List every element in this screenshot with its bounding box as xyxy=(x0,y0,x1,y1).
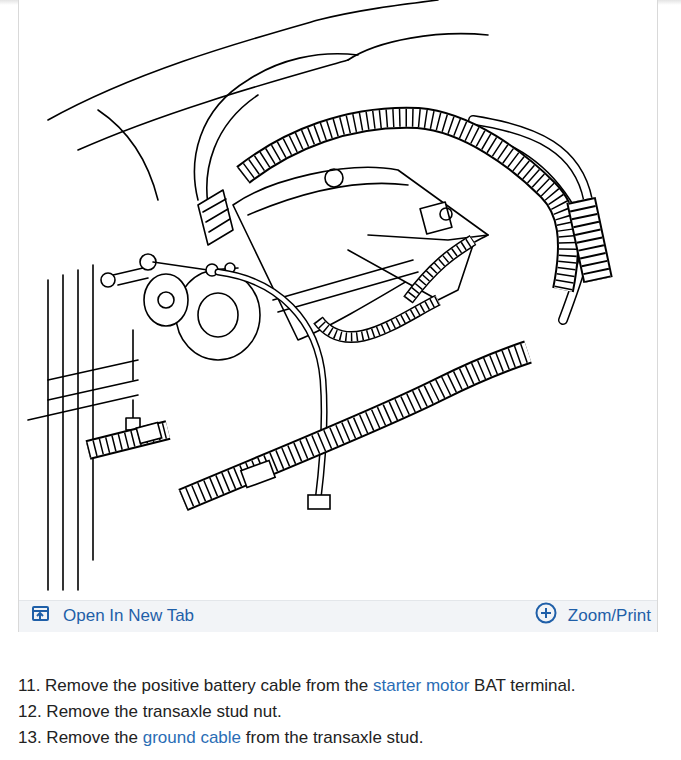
illustration-stroke xyxy=(408,240,473,300)
toolbar-link: Open In New Tab xyxy=(63,606,194,626)
illustration-stroke xyxy=(408,240,473,300)
illustration-stroke xyxy=(62,275,64,590)
illustration-stroke xyxy=(325,169,343,187)
illustration-stroke xyxy=(198,293,238,337)
illustration-stroke xyxy=(308,495,330,509)
toolbar-icons xyxy=(0,0,681,640)
illustration-stroke xyxy=(241,460,275,487)
illustration-stroke xyxy=(183,352,528,500)
illustration-stroke xyxy=(48,360,138,380)
illustration-stroke xyxy=(101,273,115,287)
illustration-lines xyxy=(28,0,598,590)
illustration-stroke xyxy=(420,202,452,234)
illustration-stroke xyxy=(440,208,452,220)
zoom-icon xyxy=(537,604,556,623)
illustration-stroke xyxy=(98,110,158,200)
instruction-step: 11. Remove the positive battery cable fr… xyxy=(18,675,576,697)
harness-looms xyxy=(88,118,598,500)
illustration-stroke xyxy=(273,260,418,312)
illustration-stroke xyxy=(144,274,188,326)
illustration-stroke xyxy=(203,199,230,232)
illustration-stroke xyxy=(198,190,233,245)
starter-illustration xyxy=(18,0,658,600)
instruction-text: 12. Remove the transaxle stud nut. xyxy=(18,702,282,721)
toolbar-link: Zoom/Print xyxy=(568,606,651,626)
instruction-text: 13. Remove the xyxy=(18,728,138,747)
instruction-link: starter motor xyxy=(373,676,469,695)
illustration-stroke xyxy=(541,608,551,618)
illustration-stroke xyxy=(408,240,473,300)
illustration-stroke xyxy=(48,380,138,400)
illustration-stroke xyxy=(537,604,556,623)
illustration-stroke xyxy=(158,292,174,308)
illustration-stroke xyxy=(248,183,408,215)
open-tab-icon xyxy=(33,607,48,620)
clips xyxy=(136,422,330,509)
instruction-link: ground cable xyxy=(143,728,241,747)
instruction-text: BAT terminal. xyxy=(474,676,575,695)
illustration-stroke xyxy=(243,118,568,290)
illustration-stroke xyxy=(581,200,598,280)
illustration-stroke xyxy=(176,270,260,360)
illustration-stroke xyxy=(243,118,568,290)
illustration-stroke xyxy=(37,613,43,619)
illustration-stroke xyxy=(233,167,488,340)
instruction-step: 13. Remove the ground cable from the tra… xyxy=(18,727,423,749)
illustration-stroke xyxy=(318,300,438,337)
instruction-text: from the transaxle stud. xyxy=(246,728,424,747)
illustration-stroke xyxy=(28,395,138,420)
illustration-stroke xyxy=(48,0,438,120)
illustration-stroke xyxy=(348,34,488,60)
illustration-stroke xyxy=(207,95,258,205)
illustration-stroke xyxy=(77,270,79,590)
instruction-step: 12. Remove the transaxle stud nut. xyxy=(18,701,282,723)
illustration-stroke xyxy=(318,300,438,337)
instruction-text: 11. Remove the positive battery cable fr… xyxy=(18,676,368,695)
illustration-stroke xyxy=(33,607,48,620)
illustration-stroke xyxy=(33,610,48,612)
illustration-stroke xyxy=(136,422,161,443)
illustration-stroke xyxy=(243,118,568,290)
illustration-stroke xyxy=(581,200,598,280)
illustration-stroke xyxy=(132,330,134,420)
illustration-stroke xyxy=(183,352,528,500)
illustration-stroke xyxy=(183,352,528,500)
illustration-stroke xyxy=(92,265,94,560)
illustration-stroke xyxy=(581,200,598,280)
illustration-stroke xyxy=(318,300,438,337)
illustration-stroke xyxy=(47,280,49,590)
illustration-stroke xyxy=(113,268,148,285)
